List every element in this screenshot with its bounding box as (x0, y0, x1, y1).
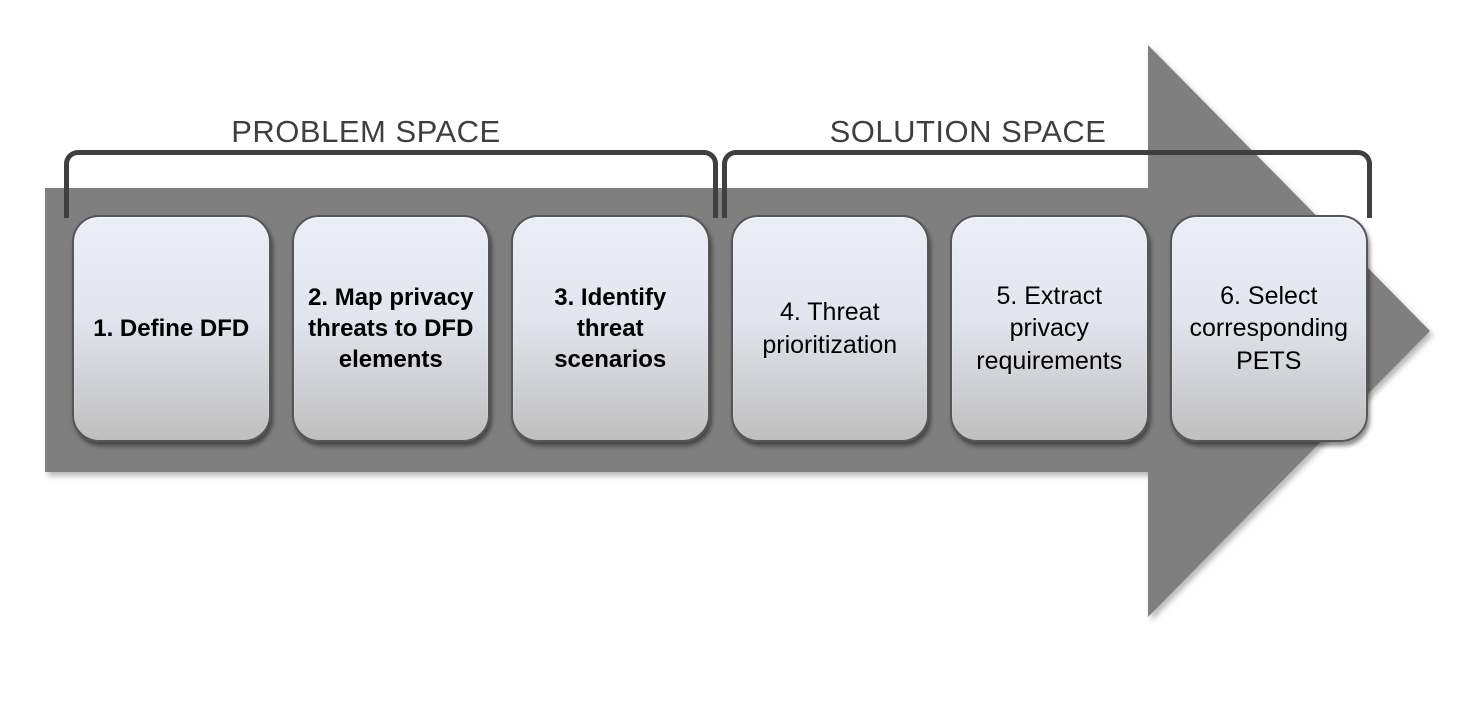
step-4-threat-prioritization: 4. Threat prioritization (730, 215, 929, 442)
step-5-extract-privacy-requirements: 5. Extract privacy requirements (950, 215, 1149, 442)
step-2-map-privacy-threats: 2. Map privacy threats to DFD elements (291, 215, 490, 442)
solution-space-label: SOLUTION SPACE (829, 114, 1107, 149)
problem-space-label: PROBLEM SPACE (231, 114, 501, 149)
solution-space-bracket (722, 150, 1372, 218)
step-3-identify-threat-scenarios: 3. Identify threat scenarios (511, 215, 710, 442)
step-1-define-dfd: 1. Define DFD (72, 215, 271, 442)
step-6-select-corresponding-pets: 6. Select corresponding PETS (1169, 215, 1368, 442)
steps-row: 1. Define DFD 2. Map privacy threats to … (72, 215, 1368, 442)
problem-space-bracket (64, 150, 718, 218)
